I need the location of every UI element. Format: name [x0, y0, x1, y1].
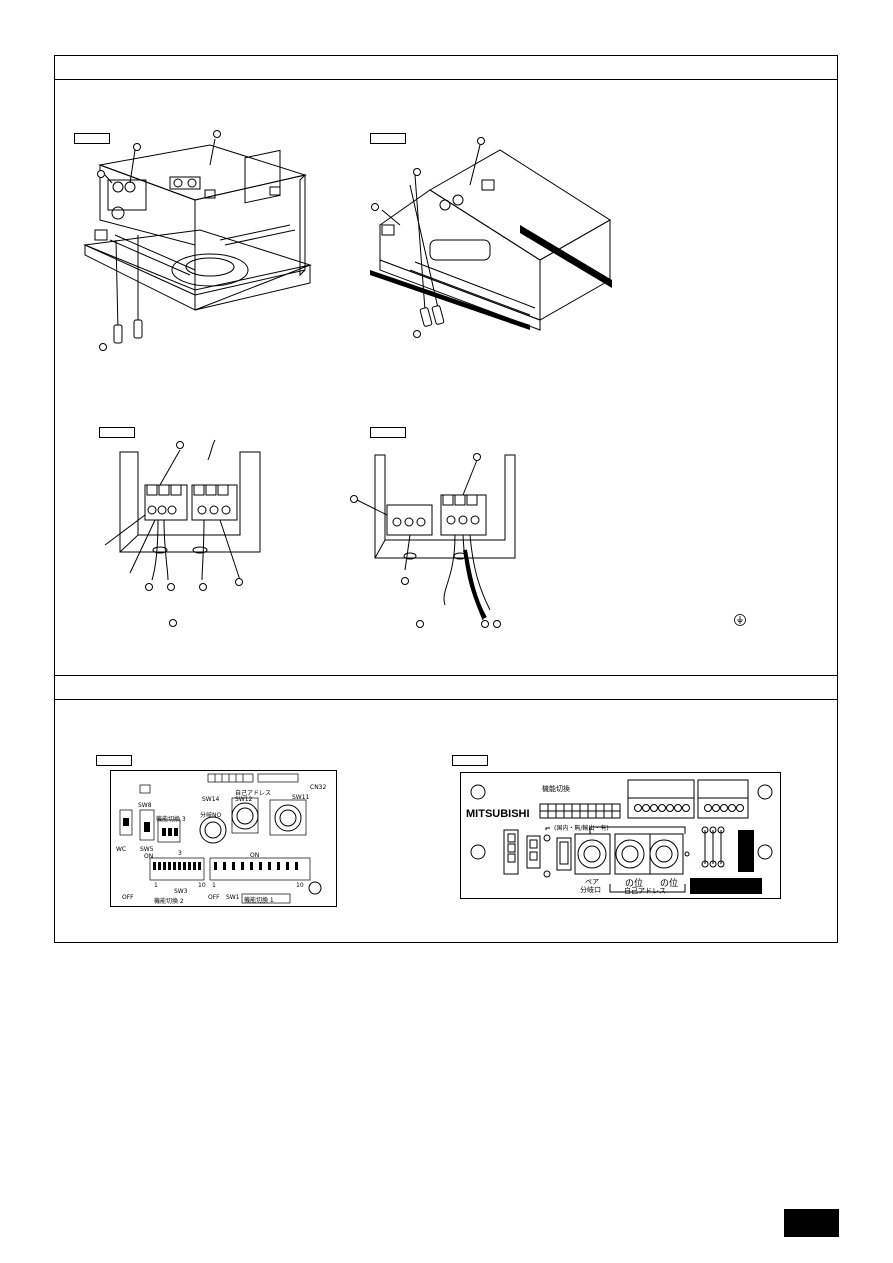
label-n10b: 10 [296, 882, 304, 889]
callout-4e [481, 620, 489, 628]
label-sw5: SW5 [140, 846, 154, 853]
label-n10a: 10 [198, 882, 206, 889]
section-1-header-rule [55, 79, 837, 80]
label-kino1: 機能切換 1 [244, 897, 274, 904]
label-sw1: SW1 [226, 894, 240, 901]
ground-symbol-icon [734, 614, 746, 626]
terminal-box-illustration-1 [104, 439, 261, 581]
pcb-right-kino-label: 機能切換 [542, 785, 570, 793]
label-bunki: 分岐NO [200, 812, 222, 819]
figure-tag-1 [74, 133, 110, 144]
callout-4d [416, 620, 424, 628]
label-n1b: 1 [212, 882, 216, 889]
callout-3e [235, 578, 243, 586]
section-2-header-rule [55, 699, 837, 700]
pcb-right-jiko-label: 自己アドレス [624, 887, 666, 895]
callout-2a [477, 137, 485, 145]
callout-3a [176, 441, 184, 449]
content-frame [54, 55, 838, 943]
pcb-right-pair-label: ペア [585, 878, 599, 886]
callout-3c [167, 583, 175, 591]
label-n1: 1 [154, 882, 158, 889]
pcb-right-labels: 機能切換 MITSUBISHI (国内・無/輸出・有) ペア 分岐口 の位 の位… [460, 772, 782, 900]
label-on2: ON [250, 852, 260, 859]
callout-3d [199, 583, 207, 591]
label-sw8: SW8 [138, 802, 152, 809]
label-sw3: SW3 [174, 888, 188, 895]
callout-3b [145, 583, 153, 591]
figure-tag-2 [370, 133, 406, 144]
callout-1d [99, 343, 107, 351]
label-sw11: SW11 [292, 794, 310, 801]
unit-illustration-2 [370, 144, 612, 331]
label-cn32: CN32 [310, 784, 327, 791]
pcb-left-diagram [110, 770, 337, 907]
label-kino2: 機能切換 2 [154, 898, 184, 905]
pcb-right-bunki-label: 分岐口 [580, 886, 601, 894]
label-kino3: 機能切換 3 [156, 816, 186, 823]
section-2-top-rule [55, 675, 837, 676]
unit-illustration-1 [83, 138, 312, 344]
callout-3f [169, 619, 177, 627]
callout-1a [133, 143, 141, 151]
label-on1: ON [144, 853, 154, 860]
callout-1c [97, 170, 105, 178]
callout-2b [413, 168, 421, 176]
label-sw12: SW12 [235, 796, 253, 803]
page-number-block [784, 1209, 839, 1237]
pcb-right-diagram [460, 772, 781, 899]
callout-4b [350, 495, 358, 503]
callout-4f [493, 620, 501, 628]
label-jiko: 自己アドレス [235, 790, 272, 797]
pcb-right-no-i-1: の位 [625, 879, 644, 889]
label-wc: WC [116, 846, 127, 853]
mitsubishi-logo: MITSUBISHI [466, 808, 530, 820]
callout-2c [371, 203, 379, 211]
callout-2d [413, 330, 421, 338]
label-sw14: SW14 [202, 796, 220, 803]
callout-4c [401, 577, 409, 585]
label-s3: 3 [178, 850, 182, 857]
callout-1b [213, 130, 221, 138]
callout-4a [473, 453, 481, 461]
figure-tag-4 [370, 427, 406, 438]
terminal-box-illustration-2 [356, 454, 516, 621]
label-off2: OFF [208, 894, 220, 901]
pcb-right-kokunai-label: (国内・無/輸出・有) [554, 825, 609, 832]
label-off1: OFF [122, 894, 134, 901]
pcb-left-labels: SW8 SW14 自己アドレス SW12 SW11 CN32 WC SW5 ON… [110, 770, 338, 910]
figure-tag-5 [96, 755, 132, 766]
pcb-right-no-i-2: の位 [660, 879, 679, 889]
figure-tag-6 [452, 755, 488, 766]
figure-tag-3 [99, 427, 135, 438]
